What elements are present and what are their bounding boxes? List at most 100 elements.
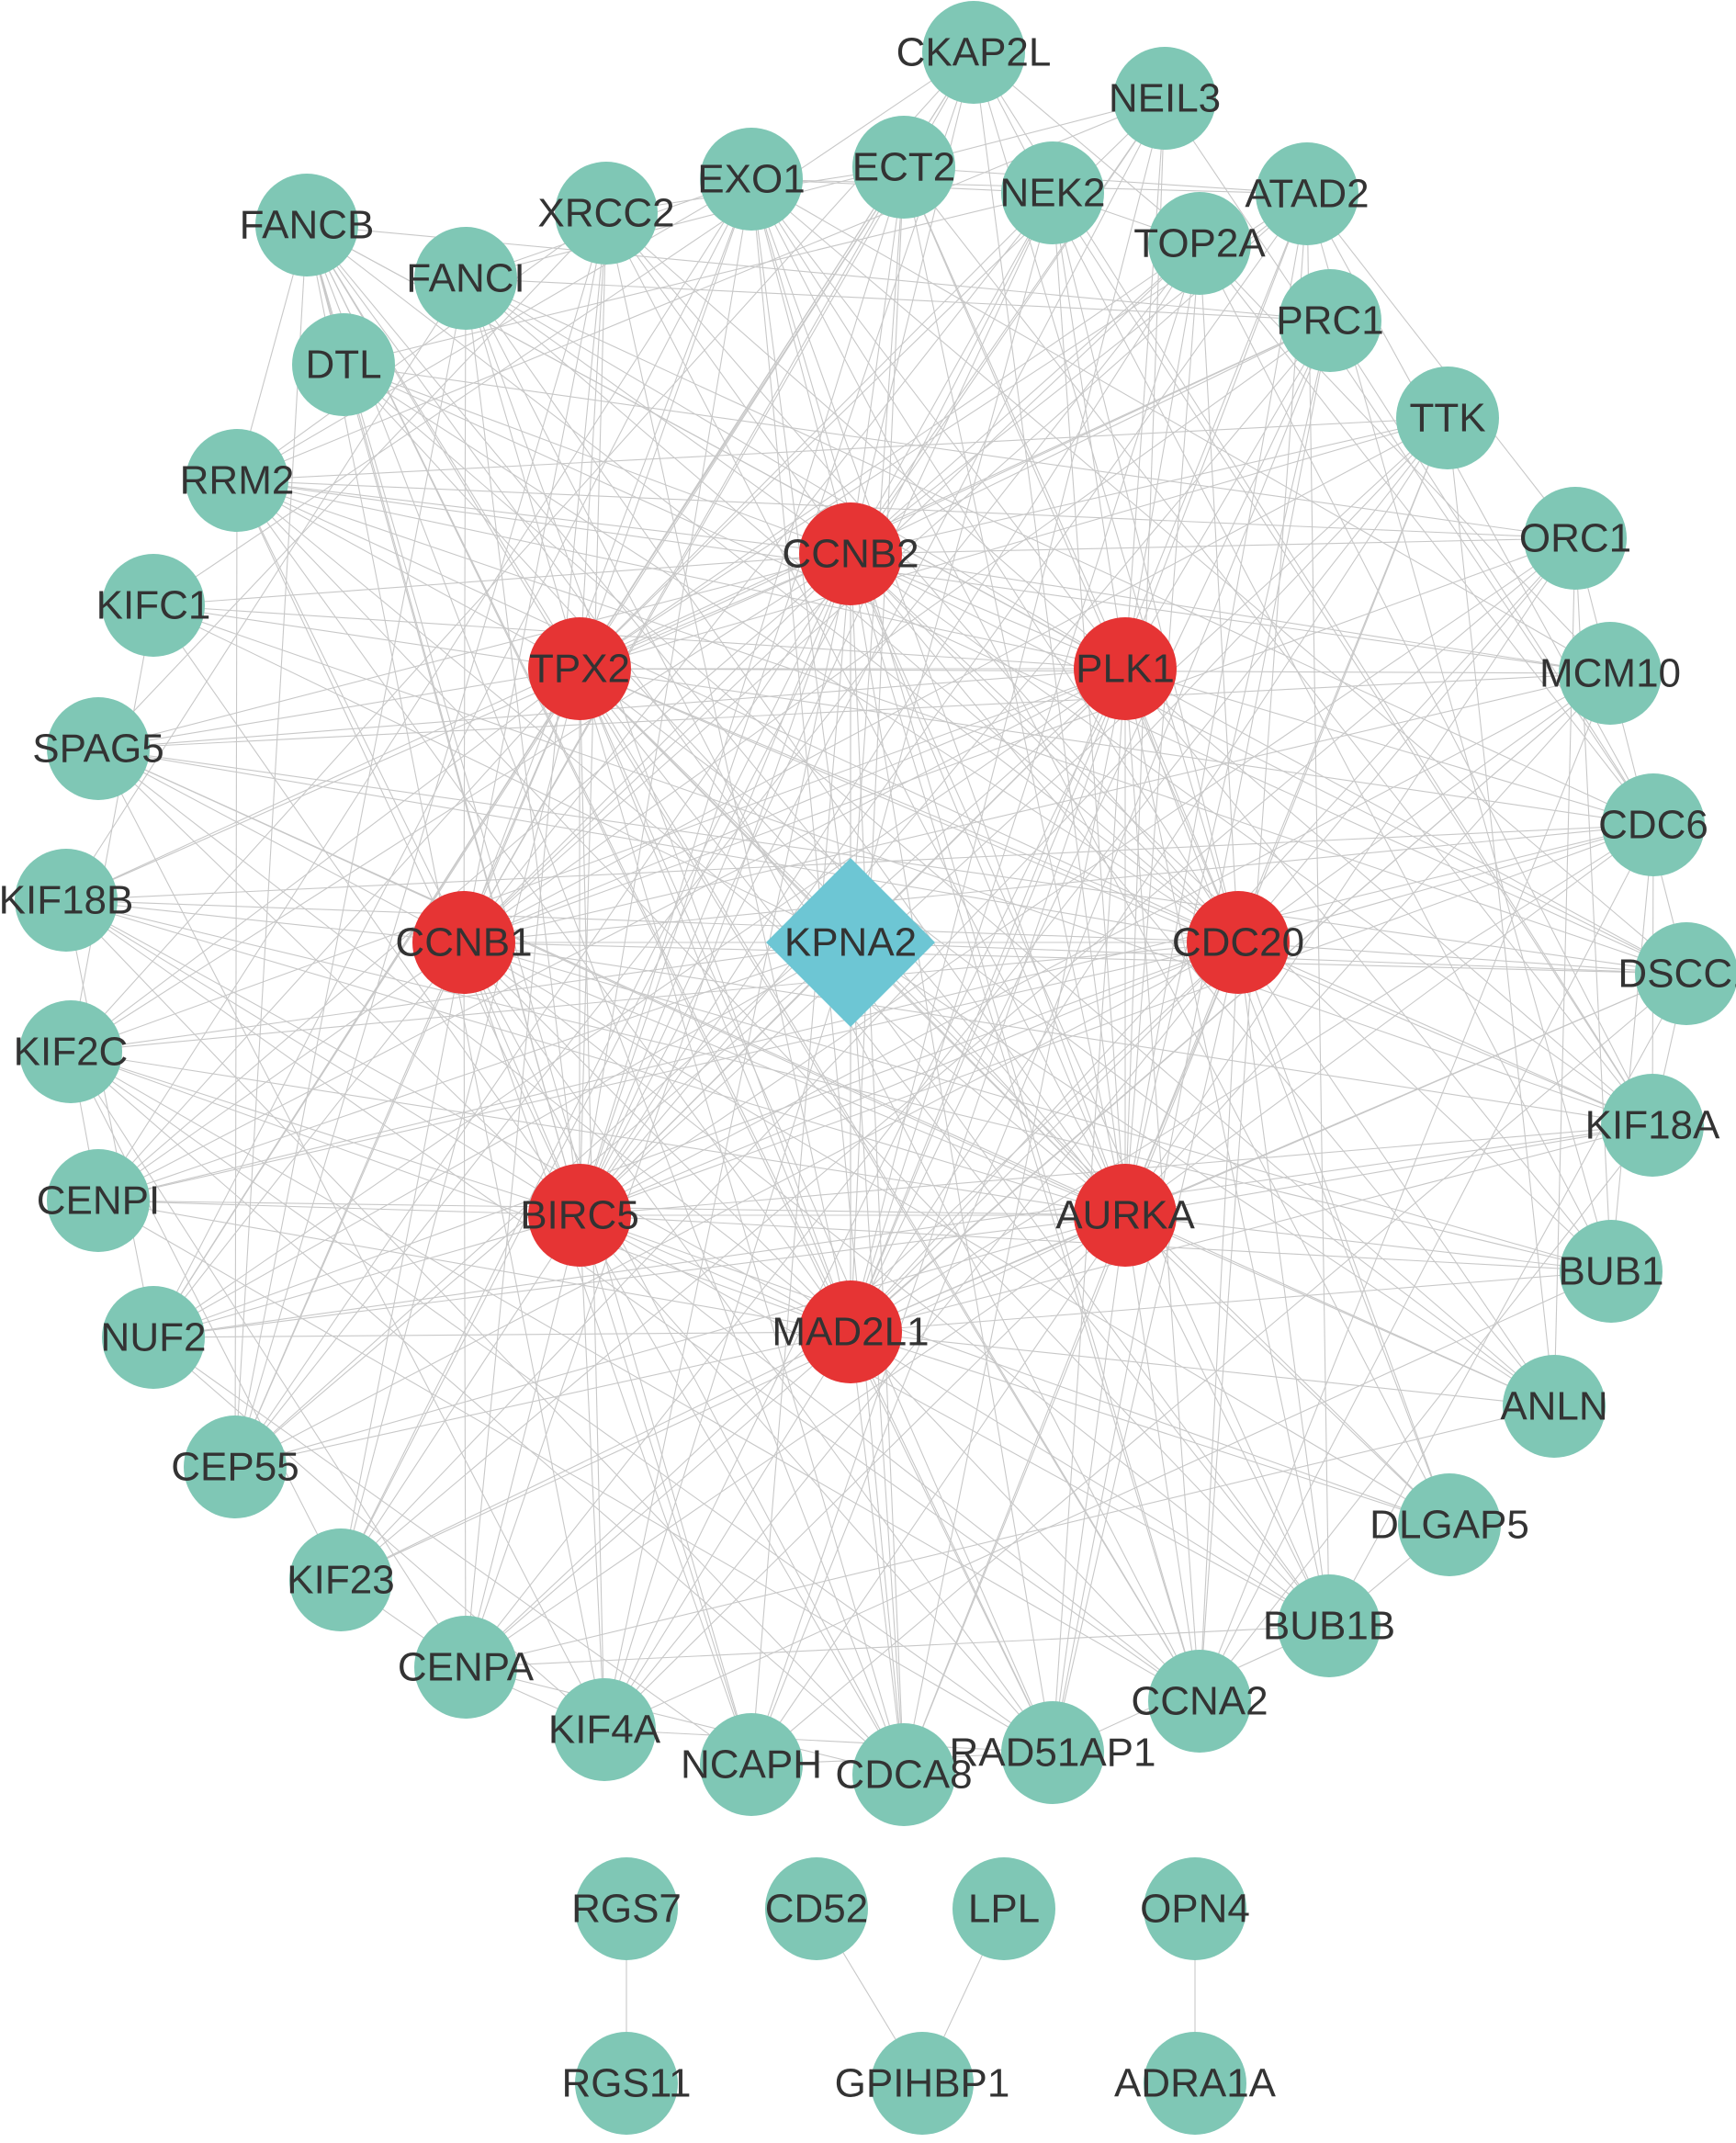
node-adra1a: ADRA1A <box>1114 2032 1277 2135</box>
edge-ccnb2-exo1 <box>750 178 851 555</box>
edge-dscc1-exo1 <box>750 178 1687 975</box>
edge-tpx2-xrcc2 <box>579 212 607 670</box>
edge-top2a-mcm10 <box>1199 242 1611 674</box>
edge-plk1-bub1b <box>1124 668 1330 1627</box>
node-anln: ANLN <box>1500 1355 1608 1458</box>
edge-rrm2-xrcc2 <box>236 212 607 481</box>
node-label-ccnb1: CCNB1 <box>395 920 532 965</box>
edge-ccna2-fancb <box>306 224 1201 1702</box>
edge-ccnb2-mcm10 <box>850 553 1611 674</box>
edge-ccnb2-nek2 <box>850 192 1054 555</box>
node-label-dscc1: DSCC1 <box>1618 952 1736 997</box>
node-ccna2: CCNA2 <box>1131 1650 1268 1753</box>
edge-cdc20-fancb <box>306 224 1239 943</box>
node-orc1: ORC1 <box>1519 487 1631 590</box>
edge-cdc20-mad2l1 <box>850 942 1239 1333</box>
edge-atad2-orc1 <box>1306 193 1576 539</box>
edge-birc5-ccna2 <box>579 1214 1201 1702</box>
node-kif18b: KIF18B <box>0 849 133 952</box>
edge-birc5-dlgap5 <box>579 1214 1450 1526</box>
edge-tpx2-fanci <box>465 277 581 670</box>
node-ttk: TTK <box>1396 367 1499 469</box>
edge-cdc20-fanci <box>465 277 1239 943</box>
edge-ccnb1-cdca8 <box>463 942 905 1776</box>
edge-mad2l1-cdc6 <box>850 824 1654 1333</box>
edge-plk1-exo1 <box>750 178 1126 670</box>
edge-birc5-kif2c <box>70 1051 581 1216</box>
node-bub1: BUB1 <box>1559 1220 1663 1323</box>
edge-kif18a-nuf2 <box>152 1124 1653 1338</box>
gene-node-circle <box>102 554 205 657</box>
core-node-circle <box>799 1280 902 1383</box>
edge-ccnb2-bub1b <box>850 553 1330 1627</box>
edge-cdc20-mcm10 <box>1237 672 1611 943</box>
edge-plk1-bub1 <box>1124 668 1612 1272</box>
edge-birc5-cenpa <box>465 1214 581 1668</box>
edge-orc1-dtl <box>343 364 1576 539</box>
node-nuf2: NUF2 <box>101 1286 206 1389</box>
edge-ccnb1-kif23 <box>340 942 465 1581</box>
gene-node-circle <box>289 1528 392 1631</box>
edge-cdca8-kif2c <box>70 1051 905 1776</box>
edge-cdc20-kif18a <box>1237 942 1653 1126</box>
edge-prc1-cdc6 <box>1329 320 1654 826</box>
node-ckap2l: CKAP2L <box>896 1 1051 104</box>
edge-rad51ap1-kif4a <box>603 1729 1054 1754</box>
edge-kpna2-anln <box>850 942 1555 1407</box>
edge-prc1-kif18b <box>65 320 1331 901</box>
edge-tpx2-anln <box>579 668 1555 1407</box>
edge-aurka-fancb <box>306 224 1126 1216</box>
node-rrm2: RRM2 <box>180 429 294 532</box>
gene-node-circle <box>765 1857 868 1960</box>
edge-birc5-kifc1 <box>152 604 581 1216</box>
edge-kif23-nek2 <box>340 192 1054 1581</box>
edge-cdc20-cep55 <box>234 942 1239 1468</box>
node-label-kif2c: KIF2C <box>14 1030 129 1075</box>
edge-plk1-atad2 <box>1124 193 1308 670</box>
node-prc1: PRC1 <box>1276 269 1384 372</box>
edge-ccnb2-orc1 <box>850 537 1576 555</box>
edge-mad2l1-kif23 <box>340 1331 851 1581</box>
edge-ccnb2-xrcc2 <box>605 212 851 555</box>
edge-cdc20-xrcc2 <box>605 212 1239 943</box>
node-label-ncaph: NCAPH <box>681 1743 822 1788</box>
edge-kpna2-nuf2 <box>152 942 851 1338</box>
node-label-kif18a: KIF18A <box>1585 1103 1720 1148</box>
node-label-kifc1: KIFC1 <box>96 583 211 628</box>
edge-birc5-ttk <box>579 417 1449 1216</box>
gene-node-circle <box>1560 1220 1663 1323</box>
edge-prc1-ncaph <box>750 320 1331 1765</box>
node-rad51ap1: RAD51AP1 <box>949 1701 1156 1804</box>
edge-birc5-rad51ap1 <box>579 1214 1054 1754</box>
edge-ccnb2-kif4a <box>603 553 851 1731</box>
edge-kpna2-kif4a <box>603 942 851 1731</box>
gene-node-circle <box>1398 1473 1501 1576</box>
edge-cdca8-kif18b <box>65 899 905 1776</box>
edge-birc5-fanci <box>465 277 581 1216</box>
node-ccnb1: CCNB1 <box>395 891 533 994</box>
node-cep55: CEP55 <box>171 1416 299 1518</box>
edge-tpx2-cep55 <box>234 668 581 1468</box>
edge-aurka-rad51ap1 <box>1052 1214 1126 1754</box>
node-exo1: EXO1 <box>697 128 806 231</box>
node-neil3: NEIL3 <box>1109 47 1221 150</box>
gene-node-circle <box>1396 367 1499 469</box>
edge-tpx2-spag5 <box>97 668 581 750</box>
edge-kif18a-kifc1 <box>152 604 1653 1126</box>
node-ncaph: NCAPH <box>681 1713 822 1816</box>
edge-ccnb1-cenpa <box>463 942 467 1668</box>
edge-anln-spag5 <box>97 748 1555 1407</box>
node-cenpi: CENPI <box>37 1149 160 1252</box>
edge-mad2l1-ttk <box>850 417 1449 1333</box>
gene-node-circle <box>186 429 288 532</box>
edge-cdc20-kif18b <box>65 899 1239 943</box>
edge-atad2-bub1 <box>1306 193 1612 1272</box>
edge-orc1-rrm2 <box>236 479 1576 539</box>
edge-mcm10-spag5 <box>97 672 1611 750</box>
gene-node-circle <box>1601 1074 1704 1177</box>
edge-ccnb2-ccna2 <box>850 553 1201 1702</box>
edge-tpx2-bub1b <box>579 668 1330 1627</box>
gene-node-circle <box>1278 1574 1381 1677</box>
edge-cdc20-top2a <box>1199 242 1239 943</box>
edge-mad2l1-top2a <box>850 242 1201 1333</box>
